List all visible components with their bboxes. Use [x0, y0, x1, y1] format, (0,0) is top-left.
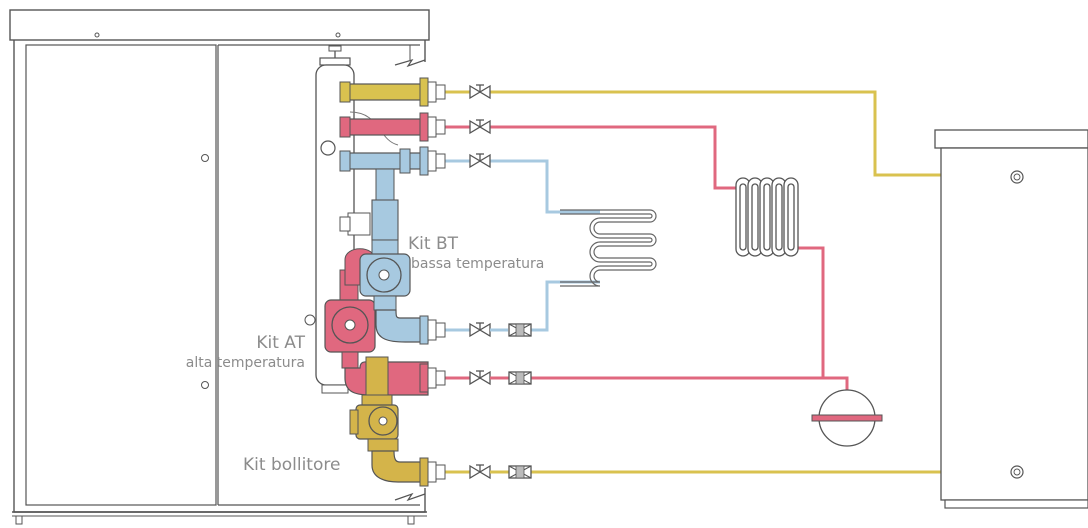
kit-bt-subtitle: bassa temperatura: [411, 256, 545, 272]
heat-pump-unit: [9, 9, 430, 525]
red-pipe-bottom: [490, 376, 849, 395]
kit-bollitore-pump-assembly: [349, 356, 446, 487]
red-pipe-top: [490, 125, 825, 378]
valve-icon: [469, 84, 491, 479]
boiler-tank-icon: [934, 129, 1088, 509]
blue-outlet: [339, 146, 446, 176]
filter-icon: [508, 323, 532, 479]
kit-bt-pump-assembly: [359, 168, 446, 345]
floor-heating-coil-icon: [560, 209, 657, 287]
kit-bt-title: Kit BT: [408, 234, 458, 254]
red-outlet: [339, 112, 446, 142]
blue-pipe-top: [490, 159, 600, 332]
expansion-vessel-icon: [811, 389, 883, 447]
yellow-outlet: [339, 77, 446, 107]
kit-at-title: Kit AT: [256, 333, 305, 353]
kit-at-subtitle: alta temperatura: [185, 355, 305, 371]
kit-bollitore-title: Kit bollitore: [243, 455, 341, 475]
yellow-pipe-top: [490, 90, 1010, 177]
radiator-icon: [735, 177, 799, 257]
